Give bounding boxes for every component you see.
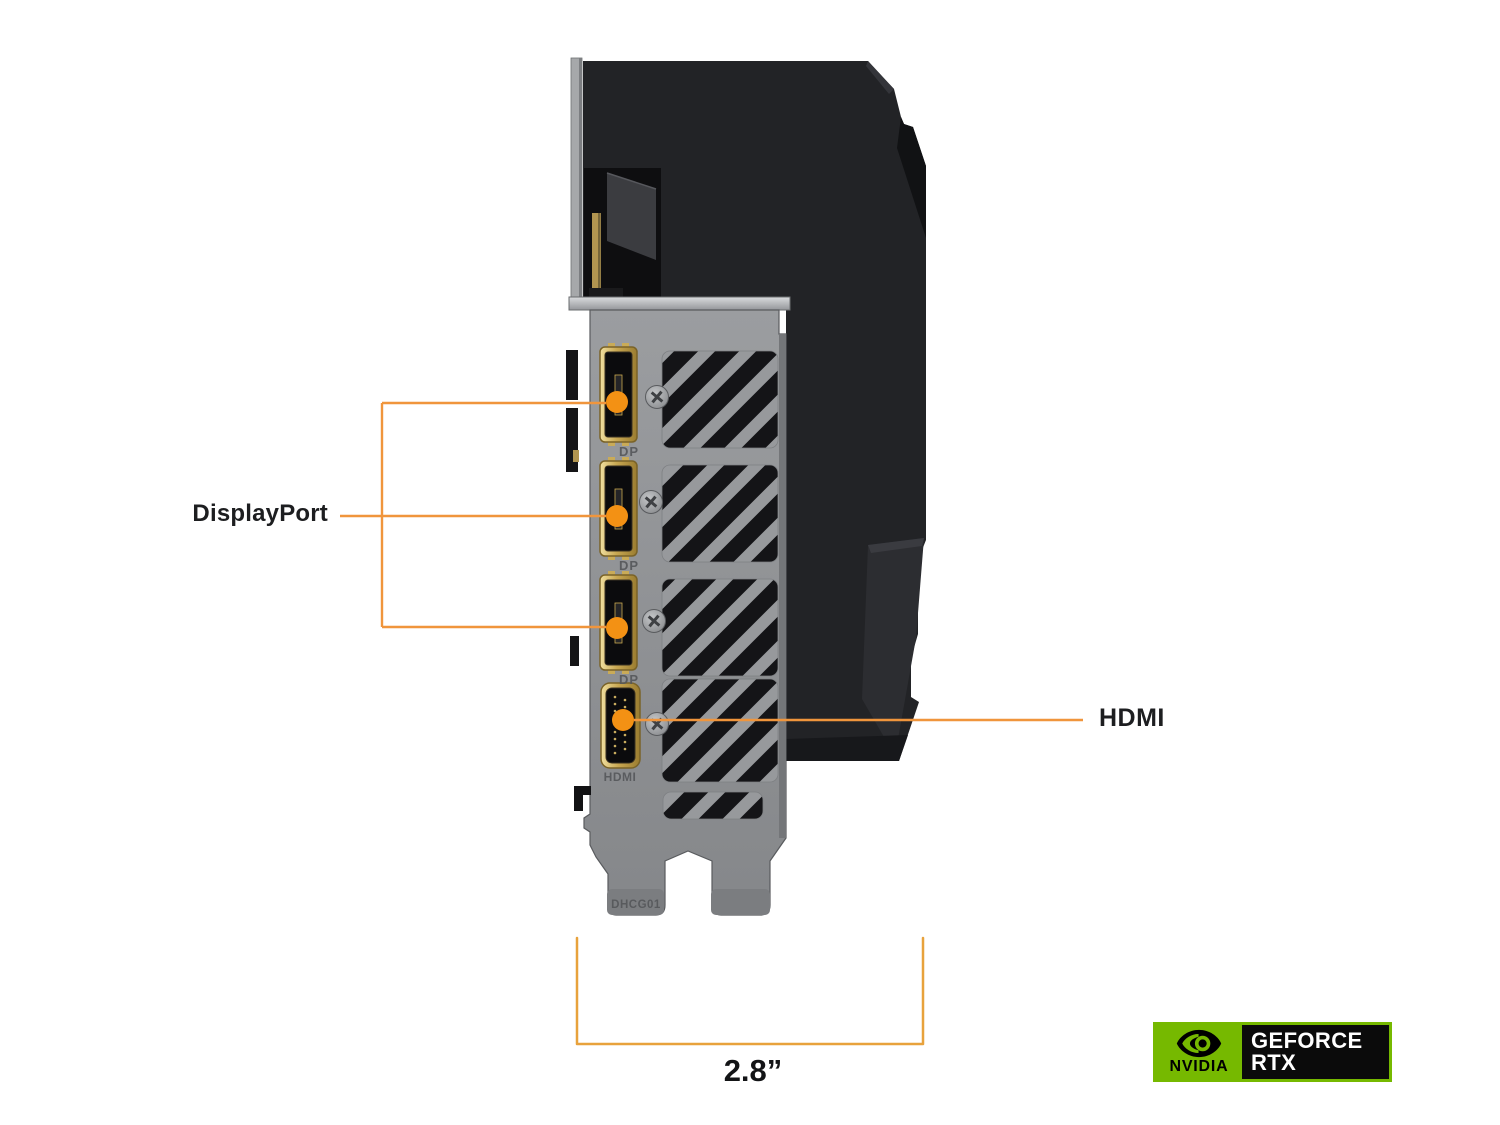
bracket-top-lip xyxy=(568,296,791,311)
screw xyxy=(639,490,663,514)
hdmi-callout-dot xyxy=(612,709,634,731)
serial-stamp: DHCG01 xyxy=(611,899,661,911)
vent-group xyxy=(661,464,779,563)
screw xyxy=(645,712,669,736)
bracket-screws xyxy=(639,385,669,736)
rtx-text: RTX xyxy=(1251,1049,1297,1075)
pcb-gold-groove xyxy=(598,213,601,298)
displayport-label: DisplayPort xyxy=(192,500,328,527)
geforce-rtx-badge: NVIDIA GEFORCE RTX xyxy=(1153,1022,1392,1082)
hdmi-stamp: HDMI xyxy=(604,770,637,784)
cooler-bottom-band xyxy=(786,735,908,761)
cooler-shroud xyxy=(583,61,926,761)
screw xyxy=(645,385,669,409)
bracket-left-fittings xyxy=(566,350,591,811)
displayport-callout-dot xyxy=(606,617,628,639)
pcb-gold-edge xyxy=(592,213,601,298)
bracket-tab-left-shade xyxy=(607,889,664,915)
cooler-top-step-facet xyxy=(897,117,926,238)
bracket-side-face xyxy=(779,334,786,838)
recess-facet-edge xyxy=(606,172,657,190)
displayport-callout-lines xyxy=(340,401,606,629)
recess-facet xyxy=(607,173,656,260)
geforce-text: GEFORCE xyxy=(1251,1028,1363,1053)
displayport-callout-dot xyxy=(606,391,628,413)
screw xyxy=(642,609,666,633)
width-measurement-bracket xyxy=(575,936,925,1046)
dp-stamp: DP xyxy=(619,672,639,687)
displayport-callout-dot xyxy=(606,505,628,527)
dp-stamp: DP xyxy=(619,444,639,459)
vent-group xyxy=(661,350,779,449)
cooler-chamfer-highlight xyxy=(866,61,894,94)
vent-group xyxy=(662,791,764,820)
dp-stamp: DP xyxy=(619,558,639,573)
cooler-wedge-edge xyxy=(868,538,924,553)
vent-group xyxy=(661,678,779,783)
nvidia-wordmark: NVIDIA xyxy=(1169,1058,1229,1075)
backplate-edge-shade xyxy=(579,58,582,307)
cooler-wedge-facet xyxy=(862,538,924,756)
bracket-tab-right-shade xyxy=(711,889,770,915)
nvidia-eye-icon xyxy=(1176,1029,1222,1058)
bracket-vents xyxy=(661,350,779,820)
width-measurement-label: 2.8” xyxy=(723,1053,783,1088)
geforce-rtx-wordmark: GEFORCE RTX xyxy=(1242,1025,1389,1079)
vent-group xyxy=(661,578,779,677)
callouts xyxy=(340,391,1083,1046)
hdmi-label: HDMI xyxy=(1099,704,1165,732)
gpu-body xyxy=(570,57,926,761)
bracket-stamps: DP DP DP HDMI DHCG01 xyxy=(604,444,661,911)
nvidia-logo-panel: NVIDIA xyxy=(1156,1025,1242,1079)
